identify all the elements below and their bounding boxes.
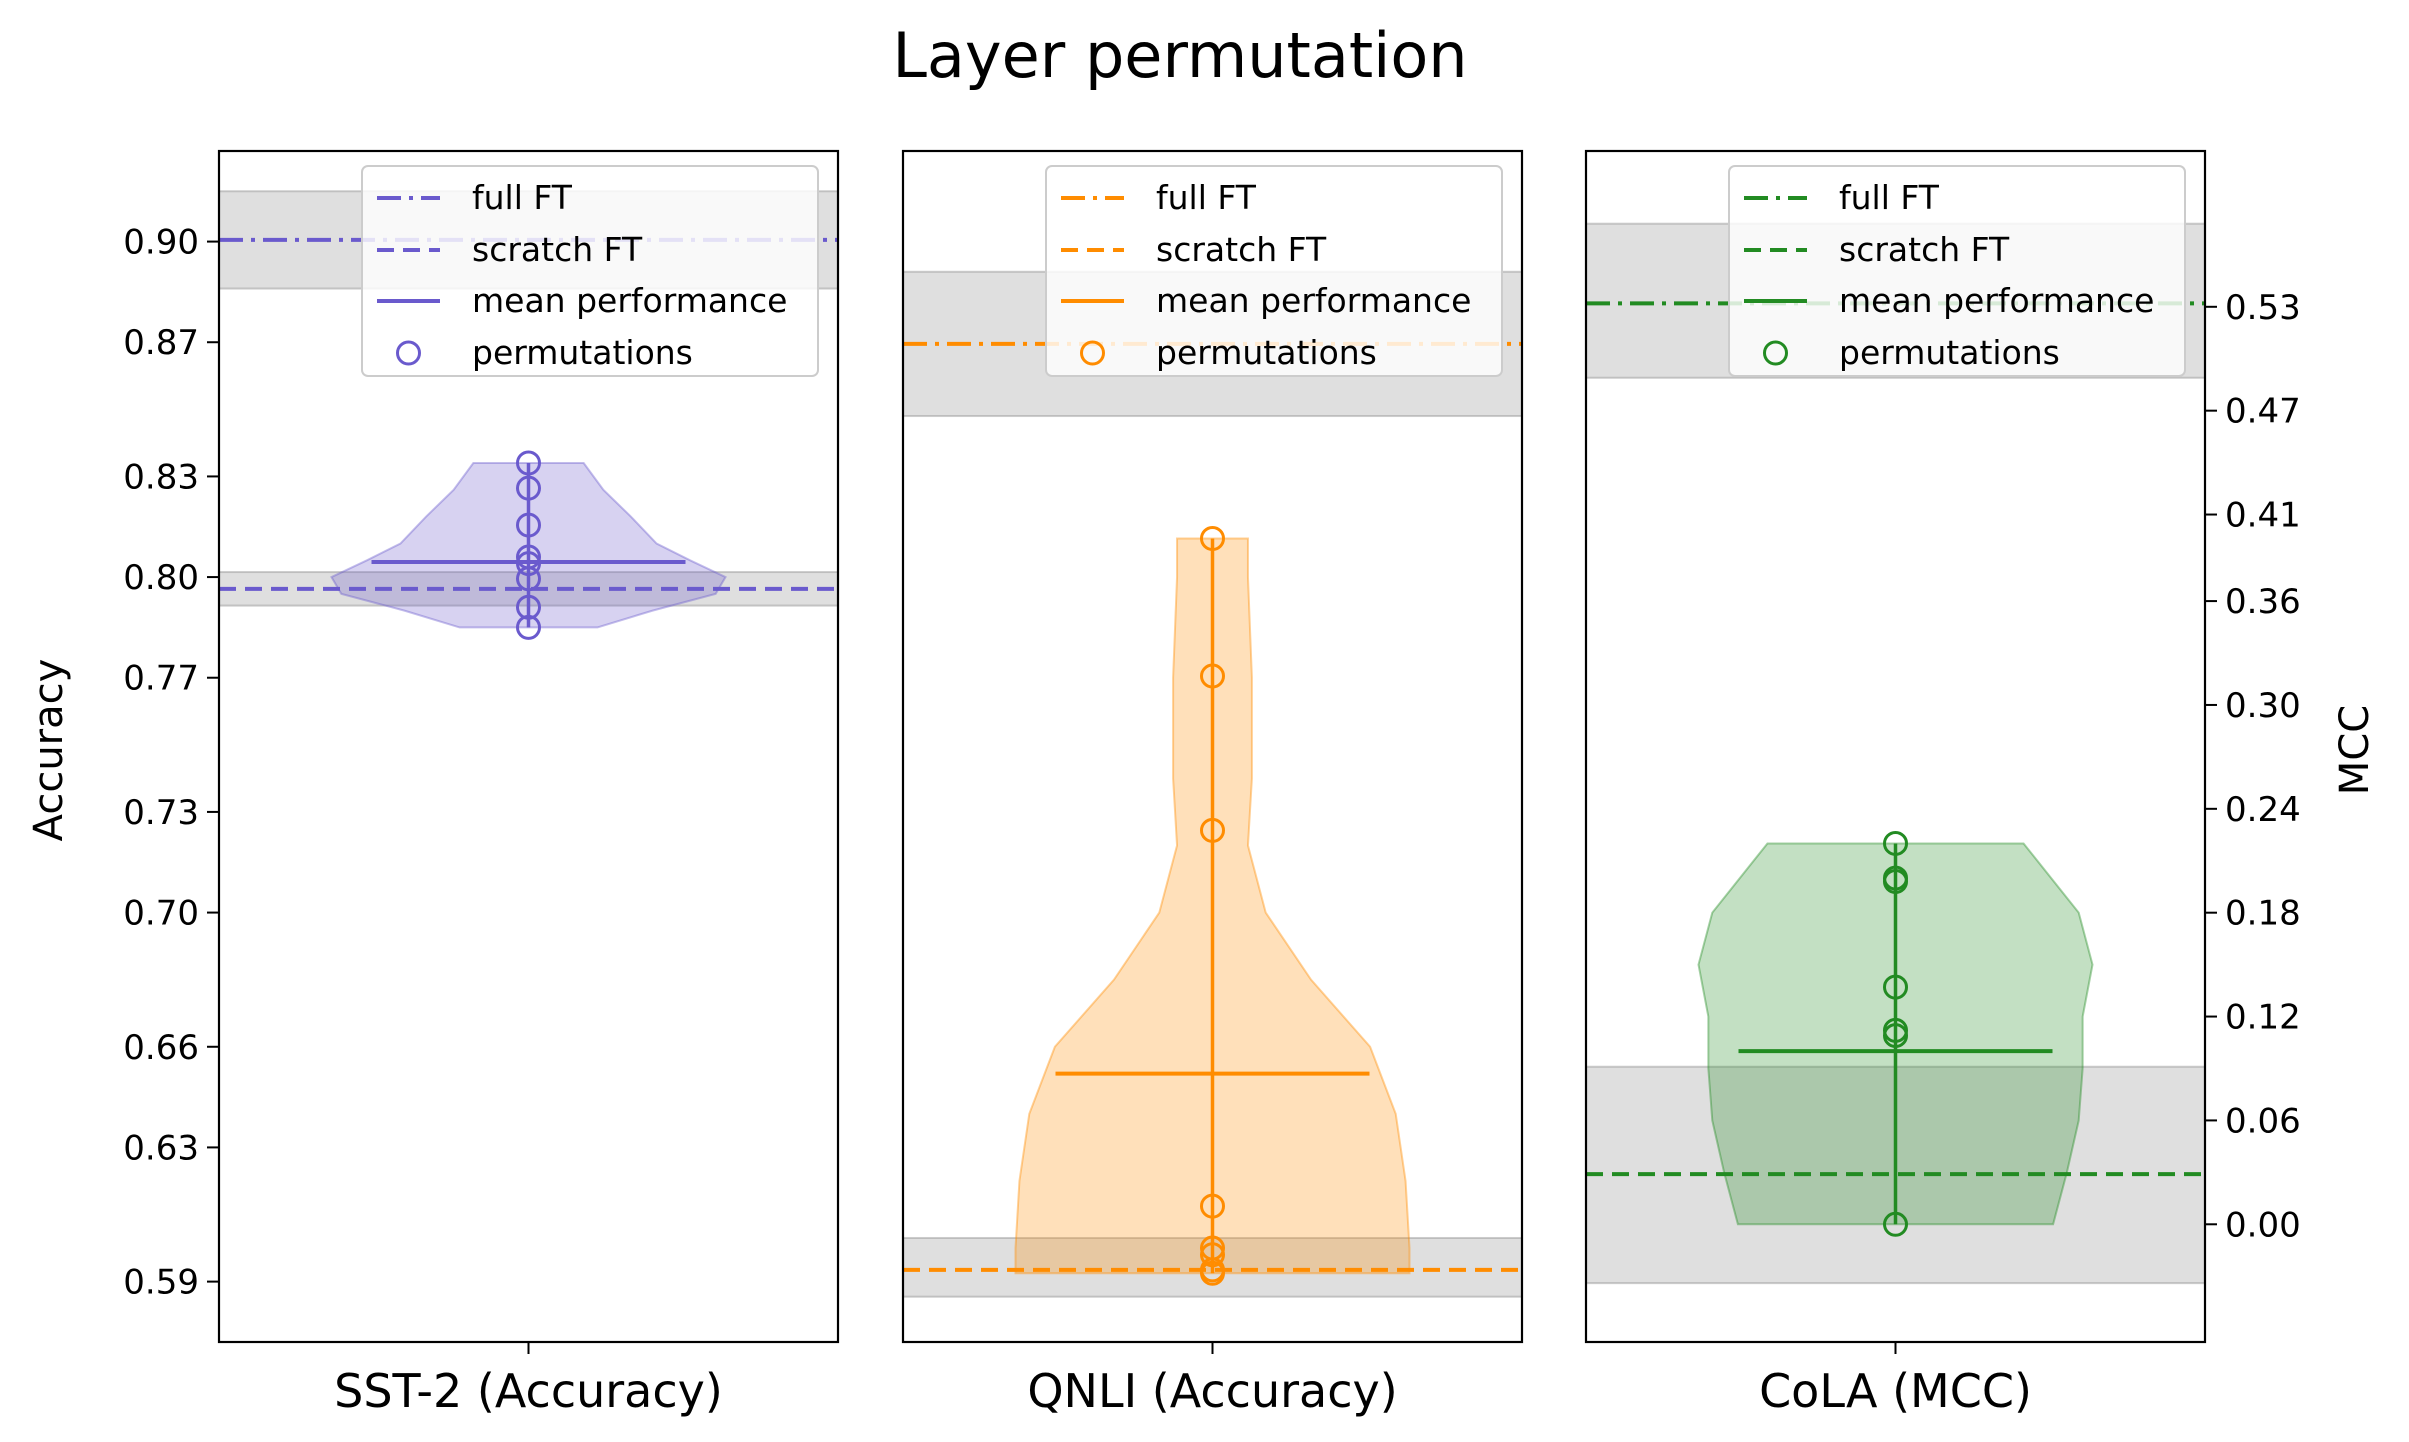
legend-permutations: permutations [1156,333,1377,372]
panel-label: QNLI (Accuracy) [1027,1364,1397,1418]
left-axis-title: Accuracy [26,659,72,842]
permutation-point [1200,525,1225,551]
panel-plot-area [1586,222,2205,1285]
y-tick-label: 0.90 [123,223,199,263]
y-tick-label: 0.87 [123,323,199,363]
legend-full-ft: full FT [1156,178,1257,217]
y-tick-label: 0.66 [123,1028,199,1068]
y-tick-label: 0.63 [123,1128,199,1168]
figure-title: Layer permutation [892,19,1467,92]
y-tick-label: 0.73 [123,793,199,833]
y-tick-label: 0.24 [2225,790,2301,830]
permutation-point [516,594,541,620]
y-tick-label: 0.59 [123,1263,199,1303]
y-tick-label: 0.47 [2225,392,2301,432]
y-tick-label: 0.80 [123,558,199,598]
permutation-point [516,566,541,592]
legend-mean-performance: mean performance [1156,281,1471,320]
panel-3: CoLA (MCC) 0.00 0.06 0.12 0.18 0.24 0.30 0.36 0.… [1584,149,2301,1418]
legend-permutations-swatch [1763,340,1788,366]
panel-label: SST-2 (Accuracy) [334,1364,723,1418]
legend-mean-performance: mean performance [472,281,787,320]
panels: SST-2 (Accuracy) 0.59 0.63 0.66 0.70 0.73 0.77… [123,149,2301,1418]
permutation-point [516,614,541,640]
legend-permutations-swatch [396,340,421,366]
y-tick-label: 0.00 [2225,1205,2301,1245]
permutation-point [516,450,541,476]
y-tick-label: 0.36 [2225,582,2301,622]
y-tick-label: 0.70 [123,894,199,934]
permutation-point [1200,1260,1225,1286]
legend-full-ft: full FT [472,178,573,217]
y-tick-label: 0.30 [2225,686,2301,726]
legend-full-ft: full FT [1839,178,1940,217]
legend-mean-performance: mean performance [1839,281,2154,320]
panel-2: QNLI (Accuracy) full FT scratch FT mean per… [901,149,1524,1418]
legend-box [1728,165,2186,377]
y-tick-label: 0.41 [2225,496,2301,536]
legend-box [361,165,819,377]
legend-box [1045,165,1503,377]
legend: full FT scratch FT mean performance permuta… [361,165,819,377]
permutation-point [1883,869,1908,895]
permutation-point [1883,1023,1908,1049]
permutation-point [1200,663,1225,689]
permutation-point [1883,830,1908,856]
legend-scratch-ft: scratch FT [472,230,643,269]
panel-label: CoLA (MCC) [1759,1364,2032,1418]
panel-1: SST-2 (Accuracy) 0.59 0.63 0.66 0.70 0.73 0.77… [123,149,840,1418]
permutation-point [1200,1193,1225,1219]
right-axis-title: MCC [2332,705,2378,795]
permutation-point [1200,1242,1225,1268]
permutation-point [1883,1211,1908,1237]
y-tick-label: 0.77 [123,659,199,699]
legend-permutations: permutations [472,333,693,372]
y-tick-label: 0.12 [2225,998,2301,1038]
y-tick-label: 0.53 [2225,288,2301,328]
legend: full FT scratch FT mean performance permuta… [1728,165,2186,377]
legend: full FT scratch FT mean performance permuta… [1045,165,1503,377]
permutation-point [516,475,541,501]
y-tick-label: 0.83 [123,457,199,497]
permutation-point [516,551,541,577]
legend-permutations: permutations [1839,333,2060,372]
y-tick-label: 0.06 [2225,1101,2301,1141]
y-tick-label: 0.18 [2225,894,2301,934]
permutation-point [516,512,541,538]
legend-scratch-ft: scratch FT [1156,230,1327,269]
permutation-point [1883,974,1908,1000]
panel-plot-area [903,270,1522,1298]
legend-scratch-ft: scratch FT [1839,230,2010,269]
legend-permutations-swatch [1080,340,1105,366]
permutation-point [1200,817,1225,843]
